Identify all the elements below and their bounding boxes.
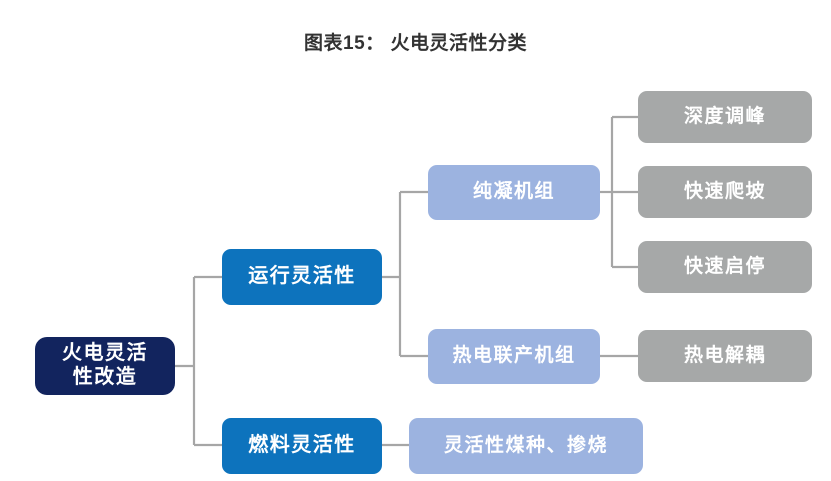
node-fast-ramping[interactable]: 快速爬坡 [638, 166, 812, 218]
node-deep-peak-shaving[interactable]: 深度调峰 [638, 91, 812, 143]
node-heat-power-decoupling[interactable]: 热电解耦 [638, 330, 812, 382]
node-root-thermal-power-flexibility-retrofit[interactable]: 火电灵活 性改造 [35, 337, 175, 395]
node-chp-unit[interactable]: 热电联产机组 [428, 329, 600, 384]
node-condensing-unit[interactable]: 纯凝机组 [428, 165, 600, 220]
node-flexible-coal-types-blending[interactable]: 灵活性煤种、掺烧 [409, 418, 643, 474]
node-fuel-flexibility[interactable]: 燃料灵活性 [222, 418, 382, 474]
node-fast-start-stop[interactable]: 快速启停 [638, 241, 812, 293]
node-operation-flexibility[interactable]: 运行灵活性 [222, 249, 382, 305]
figure-title: 图表15： 火电灵活性分类 [304, 33, 527, 54]
